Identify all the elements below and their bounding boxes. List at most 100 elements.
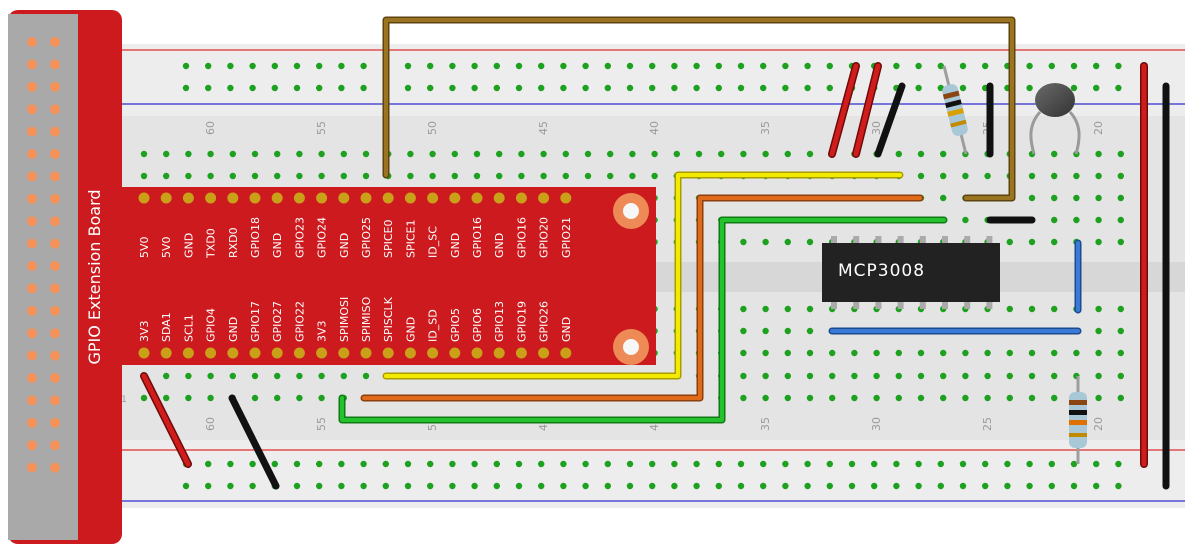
rail-hole: [737, 84, 745, 92]
red-wire-top-2-core: [853, 63, 881, 157]
cobbler-pin-top: [293, 192, 305, 204]
rail-hole: [560, 482, 567, 490]
bb-hole: [1095, 238, 1102, 246]
bb-hole: [895, 349, 902, 357]
col-num-bottom: 30: [870, 417, 883, 431]
header-pin: [50, 283, 60, 294]
bb-hole: [829, 372, 836, 380]
bb-hole: [1051, 372, 1058, 380]
cobbler-pin-label-bottom: GPIO6: [471, 308, 484, 342]
chip-leg: [831, 236, 837, 244]
bb-hole: [340, 150, 347, 158]
cobbler-pin-top: [538, 192, 550, 204]
gpio-board-title: GPIO Extension Board: [85, 189, 104, 364]
cobbler-pin-label-top: GPIO21: [560, 217, 573, 258]
cobbler-pin-label-bottom: GPIO13: [493, 301, 506, 342]
cobbler-pins: [138, 192, 572, 359]
bb-hole: [1006, 305, 1013, 313]
bb-hole: [1095, 172, 1102, 180]
rail-hole: [937, 84, 944, 92]
cobbler-pin-top: [493, 192, 505, 204]
bb-hole: [1117, 150, 1125, 158]
rail-hole: [449, 482, 456, 490]
cobbler-pin-top: [160, 192, 172, 204]
bb-hole: [340, 172, 347, 180]
mount-hole-bottom: [613, 329, 649, 365]
bb-hole: [1117, 172, 1125, 180]
bb-hole: [806, 327, 814, 335]
rail-hole: [338, 460, 345, 468]
rail-hole: [404, 84, 412, 92]
header-pin: [27, 216, 37, 227]
bb-hole: [762, 150, 769, 158]
rail-hole: [205, 460, 212, 468]
cobbler-pin-label-bottom: ID_SD: [427, 309, 440, 342]
rail-hole: [271, 62, 278, 70]
rail-hole: [182, 62, 190, 70]
header-pin: [27, 59, 37, 70]
bb-hole: [762, 238, 769, 246]
rail-hole: [671, 62, 678, 70]
header-pin: [50, 149, 60, 159]
header-pin: [50, 305, 60, 316]
cobbler-pin-bottom: [471, 347, 483, 359]
header-pin: [27, 440, 37, 451]
rail-hole: [804, 84, 811, 92]
bb-hole: [984, 372, 991, 380]
cobbler-pin-bottom: [160, 347, 172, 359]
rail-hole: [871, 460, 878, 468]
bb-hole: [274, 394, 281, 402]
rail-hole: [515, 482, 523, 490]
rail-hole: [338, 84, 345, 92]
bb-hole: [1051, 172, 1058, 180]
bb-hole: [1006, 238, 1013, 246]
bb-hole: [185, 372, 192, 380]
rail-hole: [782, 62, 789, 70]
rail-hole: [604, 84, 611, 92]
chip-label: MCP3008: [838, 261, 925, 281]
rail-hole: [182, 482, 190, 490]
rail-hole: [471, 460, 478, 468]
col-num-bottom: 35: [759, 417, 772, 431]
bb-hole: [895, 394, 902, 402]
bb-hole: [851, 394, 858, 402]
bb-hole: [1117, 194, 1125, 202]
bb-hole: [140, 172, 148, 180]
bb-hole: [873, 394, 880, 402]
cobbler-pin-label-top: SPICE0: [382, 220, 395, 259]
yellow-wire-core: [384, 173, 902, 378]
green-wire-core: [340, 218, 946, 422]
cobbler-pin-label-bottom: GND: [227, 317, 240, 342]
bb-hole: [1028, 394, 1036, 402]
bb-hole: [318, 172, 325, 180]
header-pin: [50, 126, 60, 137]
rail-hole: [1093, 62, 1100, 70]
rail-hole: [560, 62, 567, 70]
bb-hole: [1028, 194, 1036, 202]
rail-hole: [360, 84, 367, 92]
rail-hole: [760, 84, 767, 92]
header-pin: [27, 305, 37, 316]
chip-leg: [853, 236, 860, 244]
header-pin: [50, 81, 60, 92]
rail-hole: [693, 460, 700, 468]
header-pin: [50, 350, 60, 361]
bb-hole: [429, 172, 436, 180]
rail-hole: [227, 482, 234, 490]
thermistor: [1029, 83, 1081, 155]
bb-hole: [940, 150, 947, 158]
col-num-top: 55: [315, 121, 328, 135]
cobbler-pin-label-bottom: 3V3: [138, 320, 151, 342]
bb-hole: [1073, 172, 1080, 180]
cobbler-pin-bottom: [271, 347, 283, 359]
bb-hole: [429, 150, 436, 158]
bb-hole: [940, 372, 947, 380]
header-pin: [50, 171, 60, 182]
rail-hole: [760, 482, 767, 490]
cobbler-pin-label-top: GPIO16: [471, 217, 484, 258]
rail-hole: [427, 84, 434, 92]
rail-hole: [1048, 482, 1056, 490]
bb-hole: [1073, 216, 1080, 224]
bb-hole: [229, 372, 236, 380]
rail-hole: [360, 62, 367, 70]
